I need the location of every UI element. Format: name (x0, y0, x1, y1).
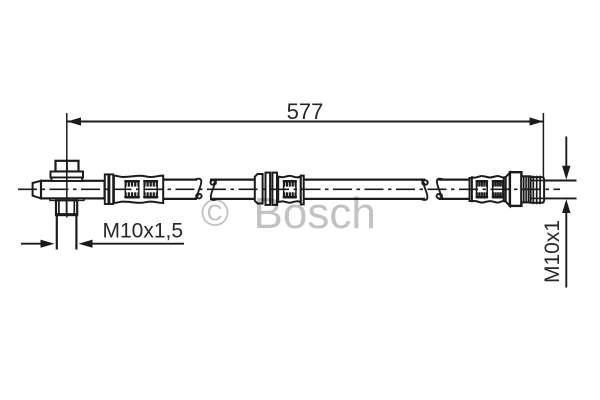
svg-text:M10x1,5: M10x1,5 (103, 220, 184, 243)
svg-text:M10x1: M10x1 (541, 220, 564, 283)
svg-text:577: 577 (287, 99, 324, 124)
svg-text:Bosch: Bosch (254, 189, 376, 238)
svg-text:©: © (201, 193, 229, 235)
